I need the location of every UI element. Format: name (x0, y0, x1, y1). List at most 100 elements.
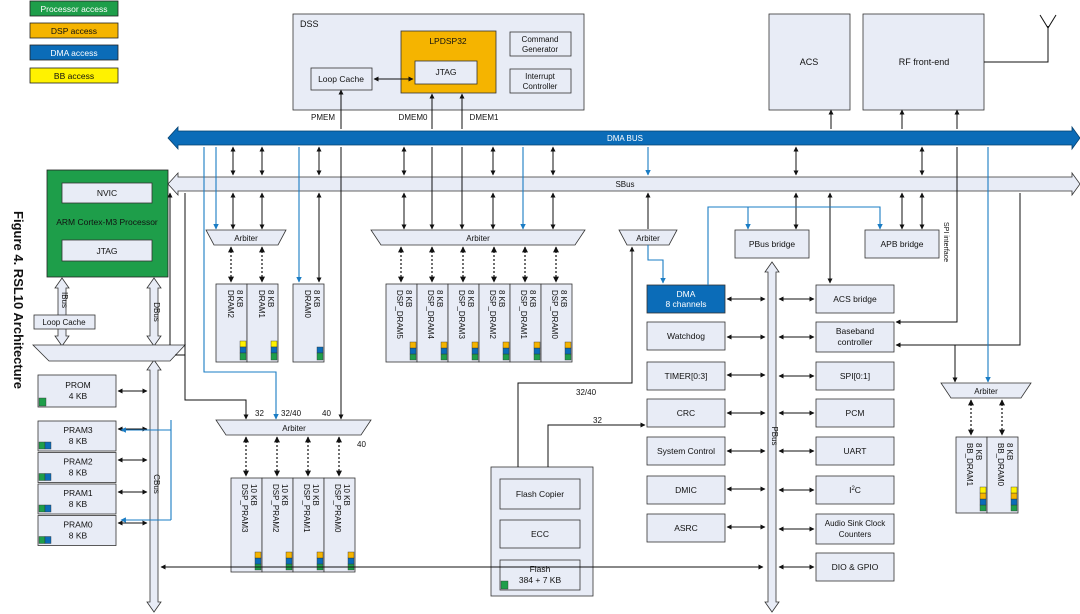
arbiter-bb (940, 382, 1032, 399)
sbus (167, 171, 1080, 197)
dbus-label: DBus (152, 302, 161, 322)
dsp-pram-0-access-chip (347, 551, 355, 559)
nvic-label: NVIC (97, 188, 117, 198)
rf-frontend-block (862, 13, 985, 111)
pram0-label: PRAM0 (63, 520, 93, 530)
periph-timer-0-3 (646, 361, 726, 391)
legend-label-dsp: DSP access (51, 26, 97, 36)
dsp-dram-2-size: 8 KB (497, 290, 506, 307)
pram2-access-chip (44, 473, 52, 481)
arbiter-dma-label: Arbiter (636, 234, 660, 243)
pmem-label: PMEM (311, 113, 335, 122)
dsp-dram-1-access-chip (533, 341, 541, 349)
acs-label: ACS (800, 57, 819, 67)
dsp-dram-5-access-chip (409, 341, 417, 349)
flash-label: Flash (530, 564, 551, 574)
arbiter-dsp-dram (370, 229, 586, 246)
arbiter-dsp-dram-label: Arbiter (466, 234, 490, 243)
sbus-label: SBus (615, 180, 634, 189)
flash-copier (499, 478, 581, 510)
audio-sink-label-2: Counters (839, 530, 871, 539)
arbiter-dsp-pram (215, 419, 372, 436)
pram1-access-chip (44, 504, 52, 513)
dram2-label: DRAM2 (226, 290, 235, 319)
dsp-dram-2-access-chip (502, 347, 510, 355)
dsp-dram-5-access-chip (409, 353, 417, 361)
periph-crc-label: CRC (677, 408, 695, 418)
flash-block: Flash Copier ECC Flash 384 + 7 KB (490, 466, 594, 597)
dsp-dram-3-label: DSP_DRAM3 (457, 290, 466, 339)
periph-watchdog (646, 321, 726, 351)
pram0-access-chip (44, 536, 52, 544)
dsp-dram-4-access-chip (440, 353, 448, 361)
dsp-pram-2-access-chip (285, 557, 293, 565)
dsp-dram-1-access-chip (533, 353, 541, 361)
arm-label: ARM Cortex-M3 Processor (56, 217, 158, 227)
dsp-pram-1-size: 10 KB (311, 484, 320, 506)
interrupt-controller (509, 68, 572, 94)
dsp-dram-4-size: 8 KB (435, 290, 444, 307)
periph-system-control-label: System Control (657, 446, 715, 456)
dsp-dram-5-label: DSP_DRAM5 (395, 290, 404, 339)
i2c-block (815, 475, 895, 505)
pram3-access-chip (38, 441, 46, 450)
dsp-dram-1-label: DSP_DRAM1 (519, 290, 528, 339)
legend-swatch-processor (29, 0, 119, 17)
dsp-dram-0-access-chip (564, 341, 572, 349)
audio-sink-label-1: Audio Sink Clock (825, 519, 886, 528)
pram2-label: PRAM2 (63, 457, 93, 467)
bb-dram-0-label: BB_DRAM0 (996, 443, 1005, 487)
interrupt-controller-label-1: Interrupt (525, 72, 556, 81)
dsp-dram-0-access-chip (564, 347, 572, 355)
acs-bridge (815, 284, 895, 314)
dss-block: DSS LPDSP32 JTAG Loop Cache Command Gene… (292, 13, 585, 122)
dsp-dram-0-label: DSP_DRAM0 (550, 290, 559, 339)
periph-asrc-label: ASRC (674, 523, 698, 533)
dss-jtag-label: JTAG (435, 67, 456, 77)
dsp-pram-0-label: DSP_PRAM0 (333, 484, 342, 533)
ibus-arrow (54, 277, 70, 347)
arm-jtag-label: JTAG (96, 246, 117, 256)
arm-jtag-box (61, 239, 153, 262)
dram1-label: DRAM1 (257, 290, 266, 319)
cpu-bus-merge (32, 344, 186, 362)
dsp-dram-5-access-chip (409, 347, 417, 355)
dsp-dram-0-access-chip (564, 353, 572, 361)
legend-swatch-bb (29, 67, 119, 84)
prom-block: PROM 4 KB (37, 374, 117, 408)
pcm-block (815, 398, 895, 428)
width-label-32-40b: 32/40 (576, 388, 597, 397)
bb-dram-0-access-chip (1010, 492, 1018, 500)
dram-group: DRAM2 8 KB DRAM1 8 KB DRAM0 8 KB (215, 283, 325, 363)
bb-dram-0-access-chip (1010, 504, 1018, 512)
dsp-dram-2-label: DSP_DRAM2 (488, 290, 497, 339)
acs-block (768, 13, 851, 111)
pram2-size: 8 KB (69, 468, 88, 478)
dsp-dram-3-access-chip (471, 341, 479, 349)
periph-watchdog-label: Watchdog (667, 331, 705, 341)
dsp-pram-1-access-chip (316, 551, 324, 559)
dsp-pram-3-access-chip (254, 551, 262, 559)
pram2-access-chip (38, 473, 46, 481)
pram3-size: 8 KB (69, 436, 88, 446)
arm-cortex-m3-block: NVIC ARM Cortex-M3 Processor JTAG (46, 169, 169, 278)
ecc (499, 519, 581, 549)
dsp-pram-2-access-chip (285, 551, 293, 559)
bb-dram-0-access-chip (1010, 486, 1018, 494)
acs-bridge-label: ACS bridge (833, 294, 877, 304)
bb-dram-1-size: 8 KB (974, 443, 983, 460)
prom-label: PROM (65, 380, 91, 390)
apb-bridge (864, 229, 940, 259)
i2c-label: I2C (849, 485, 861, 495)
width-label-32a: 32 (255, 409, 264, 418)
spi-label: SPI[0:1] (840, 371, 870, 381)
dsp-pram-1-label: DSP_PRAM1 (302, 484, 311, 533)
arm-loop-cache (33, 314, 96, 330)
arbiter-dram (205, 229, 287, 246)
spi-interface-label: SPI interface (942, 222, 949, 262)
prom-size: 4 KB (69, 391, 88, 401)
uart-block (815, 436, 895, 466)
dsp-pram-0-access-chip (347, 557, 355, 565)
pram3-access-chip (44, 441, 52, 450)
ecc-label: ECC (531, 529, 549, 539)
